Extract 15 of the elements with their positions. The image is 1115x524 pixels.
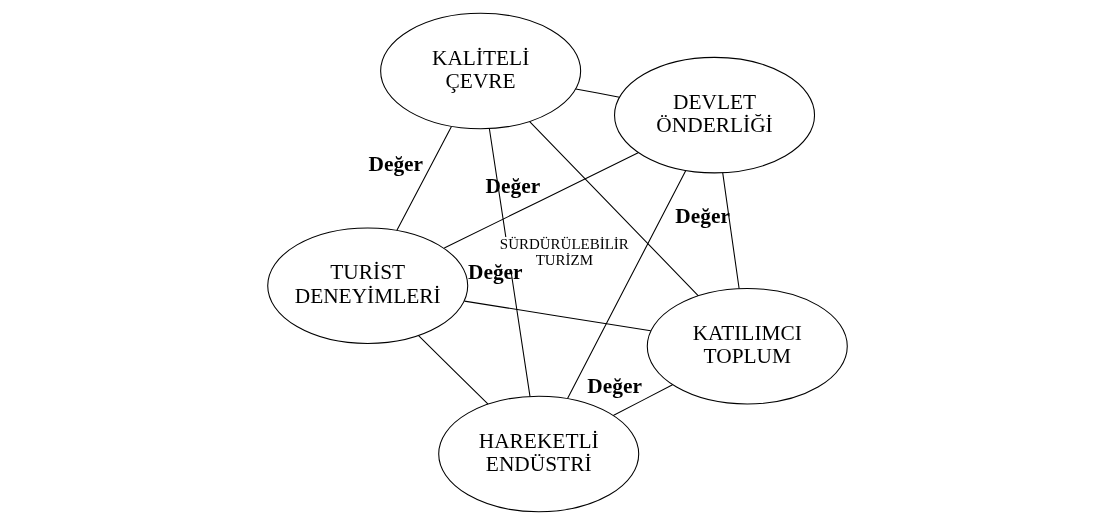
connector (443, 151, 639, 249)
node-ellipse: TURİST DENEYİMLERİ (267, 226, 469, 344)
connector (396, 125, 452, 231)
edge-label: Değer (587, 373, 642, 398)
connector (463, 300, 652, 331)
connector (529, 120, 699, 296)
node-ellipse: KATILIMCI TOPLUM (646, 287, 848, 405)
connector (722, 171, 740, 289)
node-ellipse: DEVLET ÖNDERLİĞİ (614, 56, 816, 173)
connector (575, 87, 620, 98)
connector (418, 334, 489, 405)
edge-label: Değer (368, 151, 424, 176)
connector (612, 383, 674, 416)
node-ellipse: KALİTELİ ÇEVRE (380, 12, 582, 129)
connector (567, 169, 687, 399)
